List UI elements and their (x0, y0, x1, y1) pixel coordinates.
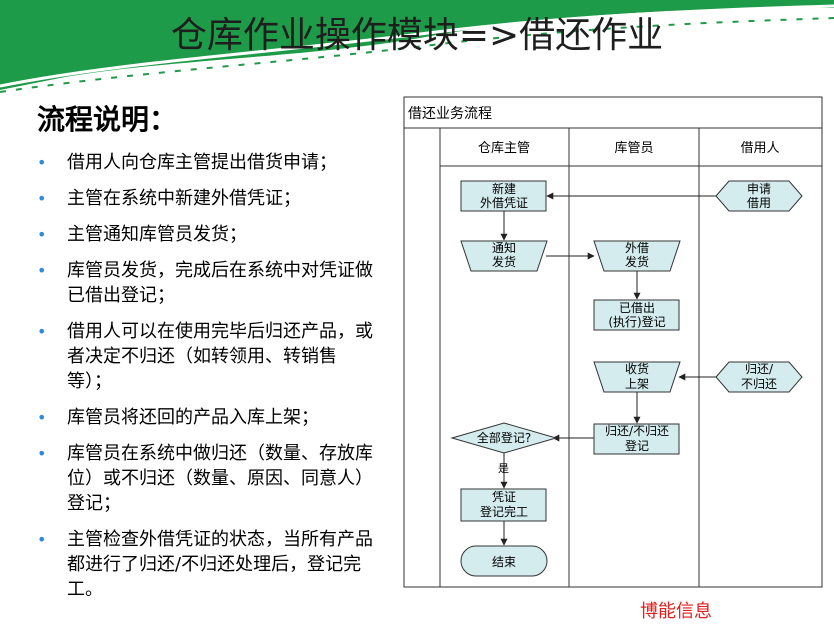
notify-node-label: 通知 (492, 241, 516, 255)
receive-node-label: 上架 (625, 377, 649, 391)
list-item: • 主管通知库管员发货； (35, 222, 380, 247)
list-item: • 借用人可以在使用完毕后归还产品，或者决定不归还（如转领用、转销售等）； (35, 319, 380, 394)
edge-label-yes: 是 (498, 462, 509, 475)
list-item-text: 库管员在系统中做归还（数量、存放库位）或不归还（数量、原因、同意人）登记； (67, 443, 373, 514)
title-banner (0, 0, 834, 93)
new-voucher-node (460, 180, 547, 212)
bullet-icon: • (37, 153, 47, 172)
return-register-node-label: 归还/不归还 (605, 424, 669, 438)
receive-node (593, 361, 681, 393)
complete-node-label: 凭证 (492, 489, 516, 504)
lend-out-node-label: 外借 (625, 241, 649, 255)
return-decision-node-label: 不归还 (741, 377, 777, 391)
all-registered-decision (450, 422, 558, 454)
lend-out-node-label: 发货 (625, 254, 649, 269)
new-voucher-node-label: 外借凭证 (480, 195, 528, 210)
lent-register-node (593, 299, 680, 331)
lane-header-borrower: 借用人 (740, 141, 779, 156)
bullet-icon: • (37, 408, 47, 427)
apply-node-label: 借用 (747, 196, 771, 210)
list-item: • 库管员发货，完成后在系统中对凭证做已借出登记； (35, 258, 380, 308)
list-item-text: 主管在系统中新建外借凭证； (67, 188, 301, 209)
list-item: • 借用人向仓库主管提出借货申请； (35, 150, 380, 175)
list-item: • 库管员在系统中做归还（数量、存放库位）或不归还（数量、原因、同意人）登记； (35, 441, 380, 516)
bullet-icon: • (37, 444, 47, 463)
new-voucher-node-label: 新建 (492, 181, 516, 196)
apply-node (715, 180, 803, 212)
end-node (460, 545, 548, 577)
bullet-icon: • (37, 189, 47, 208)
list-item-text: 库管员发货，完成后在系统中对凭证做已借出登记； (67, 260, 373, 306)
lane-header-warehouse-manager: 仓库主管 (478, 140, 530, 156)
list-item-text: 借用人可以在使用完毕后归还产品，或者决定不归还（如转领用、转销售等）； (67, 321, 373, 392)
footer-brand: 博能信息 (640, 601, 712, 622)
return-decision-node (715, 361, 803, 393)
all-registered-decision-label: 全部登记? (477, 430, 531, 445)
complete-node-label: 登记完工 (480, 504, 528, 519)
process-bullet-list: • 借用人向仓库主管提出借货申请； • 主管在系统中新建外借凭证； • 主管通知库管员… (35, 150, 380, 613)
bullet-icon: • (37, 530, 47, 549)
lane-header-storekeeper: 库管员 (614, 140, 653, 156)
lend-out-node (593, 240, 681, 272)
list-item: • 库管员将还回的产品入库上架； (35, 405, 380, 430)
bullet-icon: • (37, 261, 47, 280)
list-item: • 主管在系统中新建外借凭证； (35, 186, 380, 211)
list-item-text: 库管员将还回的产品入库上架； (67, 407, 319, 428)
apply-node-label: 申请 (747, 182, 771, 196)
return-decision-node-label: 归还/ (745, 362, 774, 376)
complete-node (460, 488, 547, 522)
lent-register-node-label: 已借出 (619, 301, 655, 315)
notify-node-label: 发货 (492, 254, 516, 269)
section-heading: 流程说明： (37, 103, 178, 136)
bullet-icon: • (37, 322, 47, 341)
page-title: 仓库作业操作模块=>借还作业 (170, 15, 664, 56)
bullet-icon: • (37, 225, 47, 244)
list-item-text: 借用人向仓库主管提出借货申请； (67, 152, 337, 173)
receive-node-label: 收货 (625, 361, 649, 376)
end-node-label: 结束 (492, 555, 516, 569)
return-register-node-label: 登记 (625, 438, 649, 453)
list-item: • 主管检查外借凭证的状态，当所有产品都进行了归还/不归还处理后，登记完工。 (35, 527, 380, 602)
return-register-node (593, 423, 680, 455)
notify-node (460, 240, 548, 272)
list-item-text: 主管通知库管员发货； (67, 224, 247, 245)
list-item-text: 主管检查外借凭证的状态，当所有产品都进行了归还/不归还处理后，登记完工。 (67, 529, 373, 600)
lent-register-node-label: (执行)登记 (608, 314, 665, 329)
flowchart-title: 借还业务流程 (408, 106, 492, 122)
